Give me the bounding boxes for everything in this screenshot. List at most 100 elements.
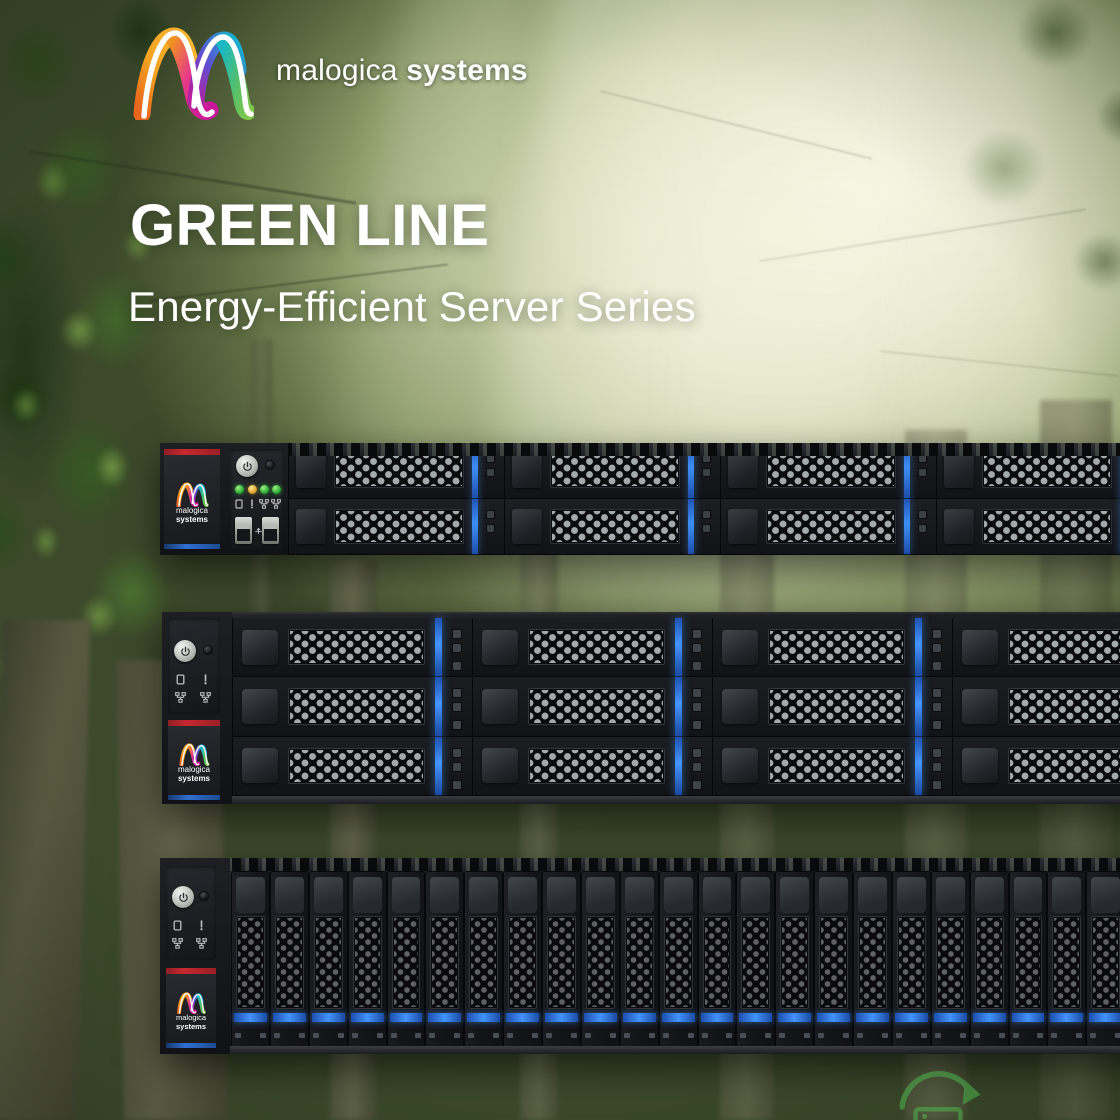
bay-handle[interactable] (512, 453, 542, 488)
bay-indicator-leds (910, 499, 936, 554)
bay-handle[interactable] (469, 877, 499, 913)
drive-bay[interactable] (659, 872, 697, 1050)
bay-handle[interactable] (722, 748, 758, 784)
drive-bay[interactable] (232, 872, 269, 1050)
usb-port[interactable] (235, 517, 252, 544)
drive-bay[interactable] (854, 872, 891, 1050)
drive-bay[interactable] (1087, 872, 1120, 1050)
bay-handle[interactable] (858, 877, 887, 913)
usb-port[interactable] (262, 517, 279, 544)
bay-handle[interactable] (585, 877, 615, 913)
drive-bay[interactable] (233, 618, 472, 678)
bay-handle[interactable] (944, 453, 974, 488)
bay-handle[interactable] (482, 748, 518, 784)
bay-handle[interactable] (741, 877, 771, 913)
drive-bay[interactable] (970, 872, 1008, 1050)
drive-bay[interactable] (892, 872, 930, 1050)
drive-bay[interactable] (387, 872, 425, 1050)
bay-handle[interactable] (624, 877, 654, 913)
bay-handle[interactable] (962, 629, 998, 665)
drive-bay[interactable] (473, 677, 712, 737)
bay-indicator-leds (682, 677, 712, 735)
bay-handle[interactable] (236, 877, 265, 913)
drive-bay[interactable] (815, 872, 852, 1050)
reset-pinhole-icon[interactable] (266, 461, 274, 469)
bay-mesh (1008, 747, 1120, 784)
drive-bay[interactable] (543, 872, 580, 1050)
drive-bay[interactable] (931, 872, 969, 1050)
bay-handle[interactable] (352, 877, 382, 913)
drive-bay[interactable] (776, 872, 814, 1050)
bay-handle[interactable] (242, 748, 278, 784)
bay-handle[interactable] (780, 877, 810, 913)
bay-handle[interactable] (508, 877, 537, 913)
drive-bay[interactable] (581, 872, 619, 1050)
drive-bay[interactable] (737, 872, 775, 1050)
brand-wordmark: malogica systems (276, 54, 528, 88)
bay-handle[interactable] (944, 509, 974, 544)
bay-handle[interactable] (1091, 877, 1120, 913)
bay-handle[interactable] (962, 689, 998, 724)
drive-bay[interactable] (270, 872, 308, 1050)
drive-bay[interactable] (698, 872, 736, 1050)
bay-handle[interactable] (935, 877, 965, 913)
bay-handle[interactable] (242, 689, 278, 724)
bay-handle[interactable] (296, 453, 326, 488)
power-button[interactable] (236, 455, 258, 477)
drive-bay[interactable] (473, 736, 712, 796)
bay-indicator-leds (310, 1022, 347, 1050)
drive-bay[interactable] (504, 872, 541, 1050)
bay-handle[interactable] (728, 453, 758, 488)
drive-bay[interactable] (426, 872, 464, 1050)
bay-handle[interactable] (663, 877, 693, 913)
bay-handle[interactable] (313, 877, 343, 913)
bay-accent-strip (545, 1012, 578, 1022)
bay-handle[interactable] (430, 877, 460, 913)
bay-handle[interactable] (896, 877, 926, 913)
server-2u-front-panel (168, 618, 220, 714)
drive-bay[interactable] (309, 872, 347, 1050)
bay-handle[interactable] (974, 877, 1004, 913)
bay-accent-strip (467, 1012, 501, 1022)
bay-handle[interactable] (962, 748, 998, 784)
drive-bay[interactable] (713, 618, 952, 678)
reset-pinhole-icon[interactable] (200, 892, 208, 900)
reset-pinhole-icon[interactable] (204, 646, 212, 654)
drive-bay[interactable] (233, 736, 472, 796)
drive-bay[interactable] (1009, 872, 1047, 1050)
bay-handle[interactable] (722, 629, 758, 665)
drive-bay[interactable] (1048, 872, 1086, 1050)
drive-bay[interactable] (953, 677, 1120, 737)
bay-handle[interactable] (722, 689, 758, 724)
power-button[interactable] (172, 886, 194, 908)
power-icon (180, 646, 190, 656)
bay-handle[interactable] (702, 877, 732, 913)
bay-handle[interactable] (391, 877, 421, 913)
bay-handle[interactable] (547, 877, 576, 913)
bay-handle[interactable] (728, 509, 758, 544)
drive-bay[interactable] (713, 677, 952, 737)
bay-handle[interactable] (1013, 877, 1043, 913)
drive-bay[interactable] (721, 499, 936, 555)
bay-handle[interactable] (274, 877, 304, 913)
drive-bay[interactable] (937, 499, 1120, 555)
drive-bay[interactable] (713, 736, 952, 796)
drive-bay[interactable] (465, 872, 503, 1050)
bay-handle[interactable] (242, 629, 278, 665)
drive-bay[interactable] (473, 618, 712, 678)
drive-bay[interactable] (233, 677, 472, 737)
bay-handle[interactable] (482, 629, 518, 665)
drive-bay[interactable] (953, 736, 1120, 796)
bay-handle[interactable] (1052, 877, 1082, 913)
bay-handle[interactable] (819, 877, 848, 913)
bay-indicator-leds (621, 1022, 658, 1050)
drive-bay[interactable] (289, 499, 504, 555)
drive-bay[interactable] (505, 499, 720, 555)
bay-handle[interactable] (512, 509, 542, 544)
power-button[interactable] (174, 640, 196, 662)
drive-bay[interactable] (620, 872, 658, 1050)
bay-handle[interactable] (296, 509, 326, 544)
drive-bay[interactable] (953, 618, 1120, 678)
drive-bay[interactable] (348, 872, 386, 1050)
bay-handle[interactable] (482, 689, 518, 724)
